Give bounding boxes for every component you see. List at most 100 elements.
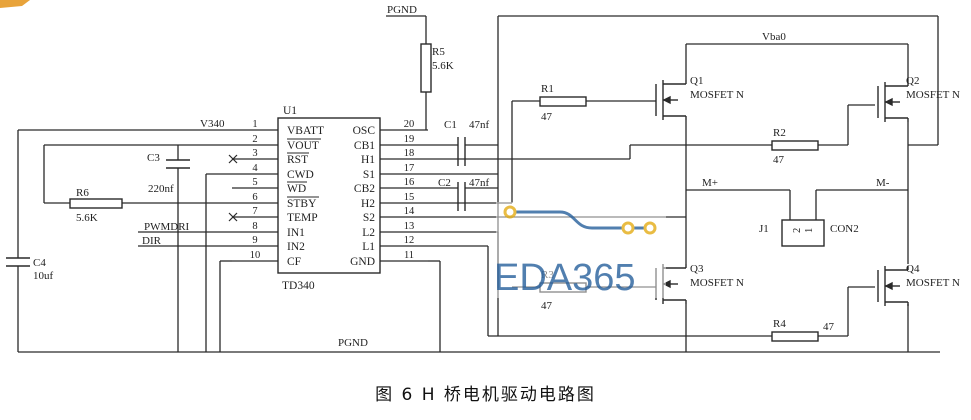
q4-type: MOSFET N bbox=[906, 277, 960, 289]
pin-name-in1: IN1 bbox=[287, 227, 305, 239]
pin-num-7: 7 bbox=[252, 206, 257, 217]
net-v340: V340 bbox=[200, 118, 225, 130]
nc-markers bbox=[228, 154, 238, 222]
figure-caption: 图 6 H 桥电机驱动电路图 bbox=[375, 385, 596, 405]
pin-num-15: 15 bbox=[404, 192, 415, 203]
r3-ref: R3 bbox=[541, 269, 554, 281]
corner-decoration bbox=[0, 0, 30, 8]
c4-ref: C4 bbox=[33, 257, 46, 269]
j1-pin1: 1 bbox=[804, 228, 815, 233]
pin-num-20: 20 bbox=[404, 119, 415, 130]
r2-value: 47 bbox=[773, 154, 785, 166]
pin-num-5: 5 bbox=[252, 177, 257, 188]
pin-num-14: 14 bbox=[404, 206, 415, 217]
pin-name-h2: H2 bbox=[361, 198, 375, 210]
capacitor-c3 bbox=[166, 159, 190, 169]
mosfet-q2 bbox=[877, 82, 909, 122]
watermark-logo: EDA365 bbox=[494, 202, 666, 299]
net-pwmdri: PWMDRI bbox=[144, 221, 190, 233]
q2-type: MOSFET N bbox=[906, 89, 960, 101]
q1-ref: Q1 bbox=[690, 75, 703, 87]
pin-num-6: 6 bbox=[252, 192, 257, 203]
net-m-minus: M- bbox=[876, 177, 890, 189]
pin-name-stby: STBY bbox=[287, 198, 317, 210]
pin-name-osc: OSC bbox=[353, 125, 376, 137]
pin-name-cf: CF bbox=[287, 256, 301, 268]
resistor-r4 bbox=[771, 331, 819, 342]
r5-ref: R5 bbox=[432, 46, 445, 58]
resistor-r6 bbox=[69, 198, 123, 209]
pin-num-10: 10 bbox=[250, 250, 261, 261]
net-pgnd-top: PGND bbox=[387, 4, 417, 16]
r6-value: 5.6K bbox=[76, 212, 98, 224]
pin-num-13: 13 bbox=[404, 221, 415, 232]
pin-num-8: 8 bbox=[252, 221, 257, 232]
connector-j1 bbox=[781, 219, 825, 247]
j1-pin2: 2 bbox=[792, 228, 803, 233]
pin-num-17: 17 bbox=[404, 163, 415, 174]
pin-num-4: 4 bbox=[252, 163, 258, 174]
pin-name-rst: RST bbox=[287, 154, 308, 166]
net-m-plus: M+ bbox=[702, 177, 718, 189]
r1-ref: R1 bbox=[541, 83, 554, 95]
pin-name-cb1: CB1 bbox=[354, 140, 375, 152]
c2-ref: C2 bbox=[438, 177, 451, 189]
pin-num-1: 1 bbox=[252, 119, 257, 130]
pin-name-in2: IN2 bbox=[287, 241, 305, 253]
pin-overbars bbox=[287, 138, 321, 198]
pin-num-9: 9 bbox=[252, 235, 257, 246]
pin-name-s1: S1 bbox=[363, 169, 375, 181]
q3-ref: Q3 bbox=[690, 263, 704, 275]
mosfet-q1 bbox=[655, 80, 687, 120]
c4-value: 10uf bbox=[33, 270, 54, 282]
ic-left-pin-lines bbox=[232, 129, 278, 262]
j1-part: CON2 bbox=[830, 223, 859, 235]
c3-value: 220nf bbox=[148, 183, 174, 195]
pin-name-l2: L2 bbox=[362, 227, 375, 239]
capacitor-c2 bbox=[457, 182, 466, 211]
h-bridge-schematic: U1 TD340 VBATT VOUT RST CWD WD STBY TEMP bbox=[0, 0, 960, 353]
ic-u1-body bbox=[277, 117, 381, 274]
c1-ref: C1 bbox=[444, 119, 457, 131]
r1-value: 47 bbox=[541, 111, 553, 123]
r5-wiring bbox=[386, 15, 427, 130]
pin-name-h1: H1 bbox=[361, 154, 375, 166]
pin-name-cwd: CWD bbox=[287, 169, 314, 181]
pin-num-16: 16 bbox=[404, 177, 415, 188]
watermark-text: EDA365 bbox=[494, 257, 636, 299]
resistor-r5 bbox=[420, 43, 432, 93]
pin-num-3: 3 bbox=[252, 148, 257, 159]
ic-part: TD340 bbox=[282, 280, 315, 292]
r6-ref: R6 bbox=[76, 187, 89, 199]
net-pgnd-bottom: PGND bbox=[338, 337, 368, 349]
bridge-wiring bbox=[428, 15, 939, 352]
pin-name-s2: S2 bbox=[363, 212, 375, 224]
q4-ref: Q4 bbox=[906, 263, 920, 275]
pin-name-vbatt: VBATT bbox=[287, 125, 324, 137]
c3-ref: C3 bbox=[147, 152, 160, 164]
pin-num-19: 19 bbox=[404, 134, 415, 145]
ic-ref: U1 bbox=[283, 105, 297, 117]
r5-value: 5.6K bbox=[432, 60, 454, 72]
pin-name-gnd: GND bbox=[350, 256, 375, 268]
pin-name-wd: WD bbox=[287, 183, 306, 195]
r4-ref: R4 bbox=[773, 318, 786, 330]
c1-value: 47nf bbox=[469, 119, 490, 131]
pin-name-cb2: CB2 bbox=[354, 183, 375, 195]
left-side-wiring bbox=[17, 129, 940, 353]
resistor-r2 bbox=[771, 140, 819, 151]
net-vbat: Vba0 bbox=[762, 31, 786, 43]
r4-value: 47 bbox=[823, 321, 835, 333]
pin-num-12: 12 bbox=[404, 235, 415, 246]
r3-value: 47 bbox=[541, 300, 553, 312]
capacitor-c1 bbox=[457, 137, 466, 166]
j1-ref: J1 bbox=[759, 223, 769, 235]
mosfet-q3 bbox=[655, 264, 687, 304]
pin-name-l1: L1 bbox=[362, 241, 375, 253]
resistor-r1 bbox=[539, 96, 587, 107]
q2-ref: Q2 bbox=[906, 75, 919, 87]
pin-num-2: 2 bbox=[252, 134, 257, 145]
q1-type: MOSFET N bbox=[690, 89, 744, 101]
ic-right-pin-lines bbox=[380, 129, 428, 262]
